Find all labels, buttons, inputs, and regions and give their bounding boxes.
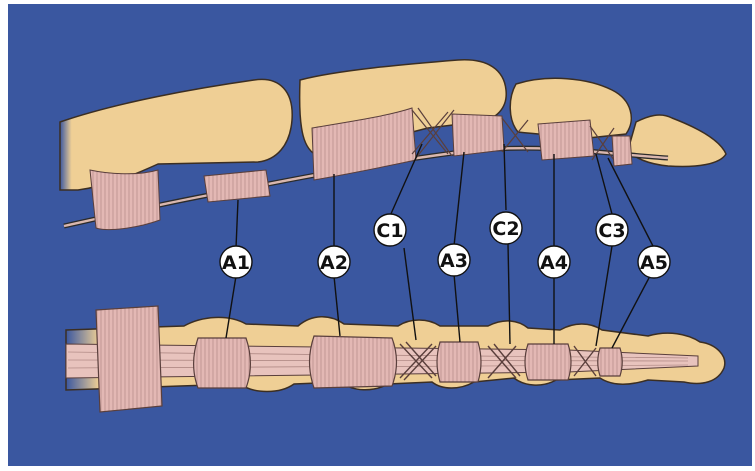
leader-lines bbox=[226, 144, 654, 348]
diagram-panel: A1 A2 C1 A3 C2 A4 C3 A5 bbox=[8, 4, 752, 466]
lateral-mcp-sheath bbox=[90, 170, 160, 230]
svg-text:C1: C1 bbox=[376, 220, 403, 242]
palmar-a1-pulley bbox=[194, 338, 251, 388]
svg-text:A2: A2 bbox=[320, 252, 348, 274]
palmar-a2-pulley bbox=[310, 336, 397, 388]
label-c3: C3 bbox=[596, 214, 628, 246]
label-a1: A1 bbox=[220, 246, 252, 278]
svg-text:A4: A4 bbox=[540, 252, 568, 274]
distal-phalanx-bone bbox=[628, 115, 726, 166]
label-a3: A3 bbox=[438, 244, 470, 276]
lateral-a4-pulley bbox=[538, 120, 594, 160]
label-a5: A5 bbox=[638, 246, 670, 278]
label-a4: A4 bbox=[538, 246, 570, 278]
svg-text:A5: A5 bbox=[640, 252, 668, 274]
label-c2: C2 bbox=[490, 212, 522, 244]
lateral-a1-pulley bbox=[204, 170, 270, 202]
svg-text:A1: A1 bbox=[222, 252, 250, 274]
lateral-a5-pulley bbox=[612, 136, 632, 166]
svg-text:C3: C3 bbox=[598, 220, 625, 242]
svg-text:A3: A3 bbox=[440, 250, 468, 272]
svg-text:C2: C2 bbox=[492, 218, 519, 240]
palmar-a4-pulley bbox=[525, 344, 571, 380]
label-a2: A2 bbox=[318, 246, 350, 278]
label-c1: C1 bbox=[374, 214, 406, 246]
lateral-a3-pulley bbox=[452, 114, 504, 156]
palmar-proximal-band bbox=[96, 306, 162, 412]
palmar-a3-pulley bbox=[437, 342, 481, 382]
lateral-view bbox=[60, 60, 726, 230]
flexor-pulley-diagram: A1 A2 C1 A3 C2 A4 C3 A5 bbox=[8, 4, 752, 466]
palmar-a5-pulley bbox=[598, 348, 623, 376]
